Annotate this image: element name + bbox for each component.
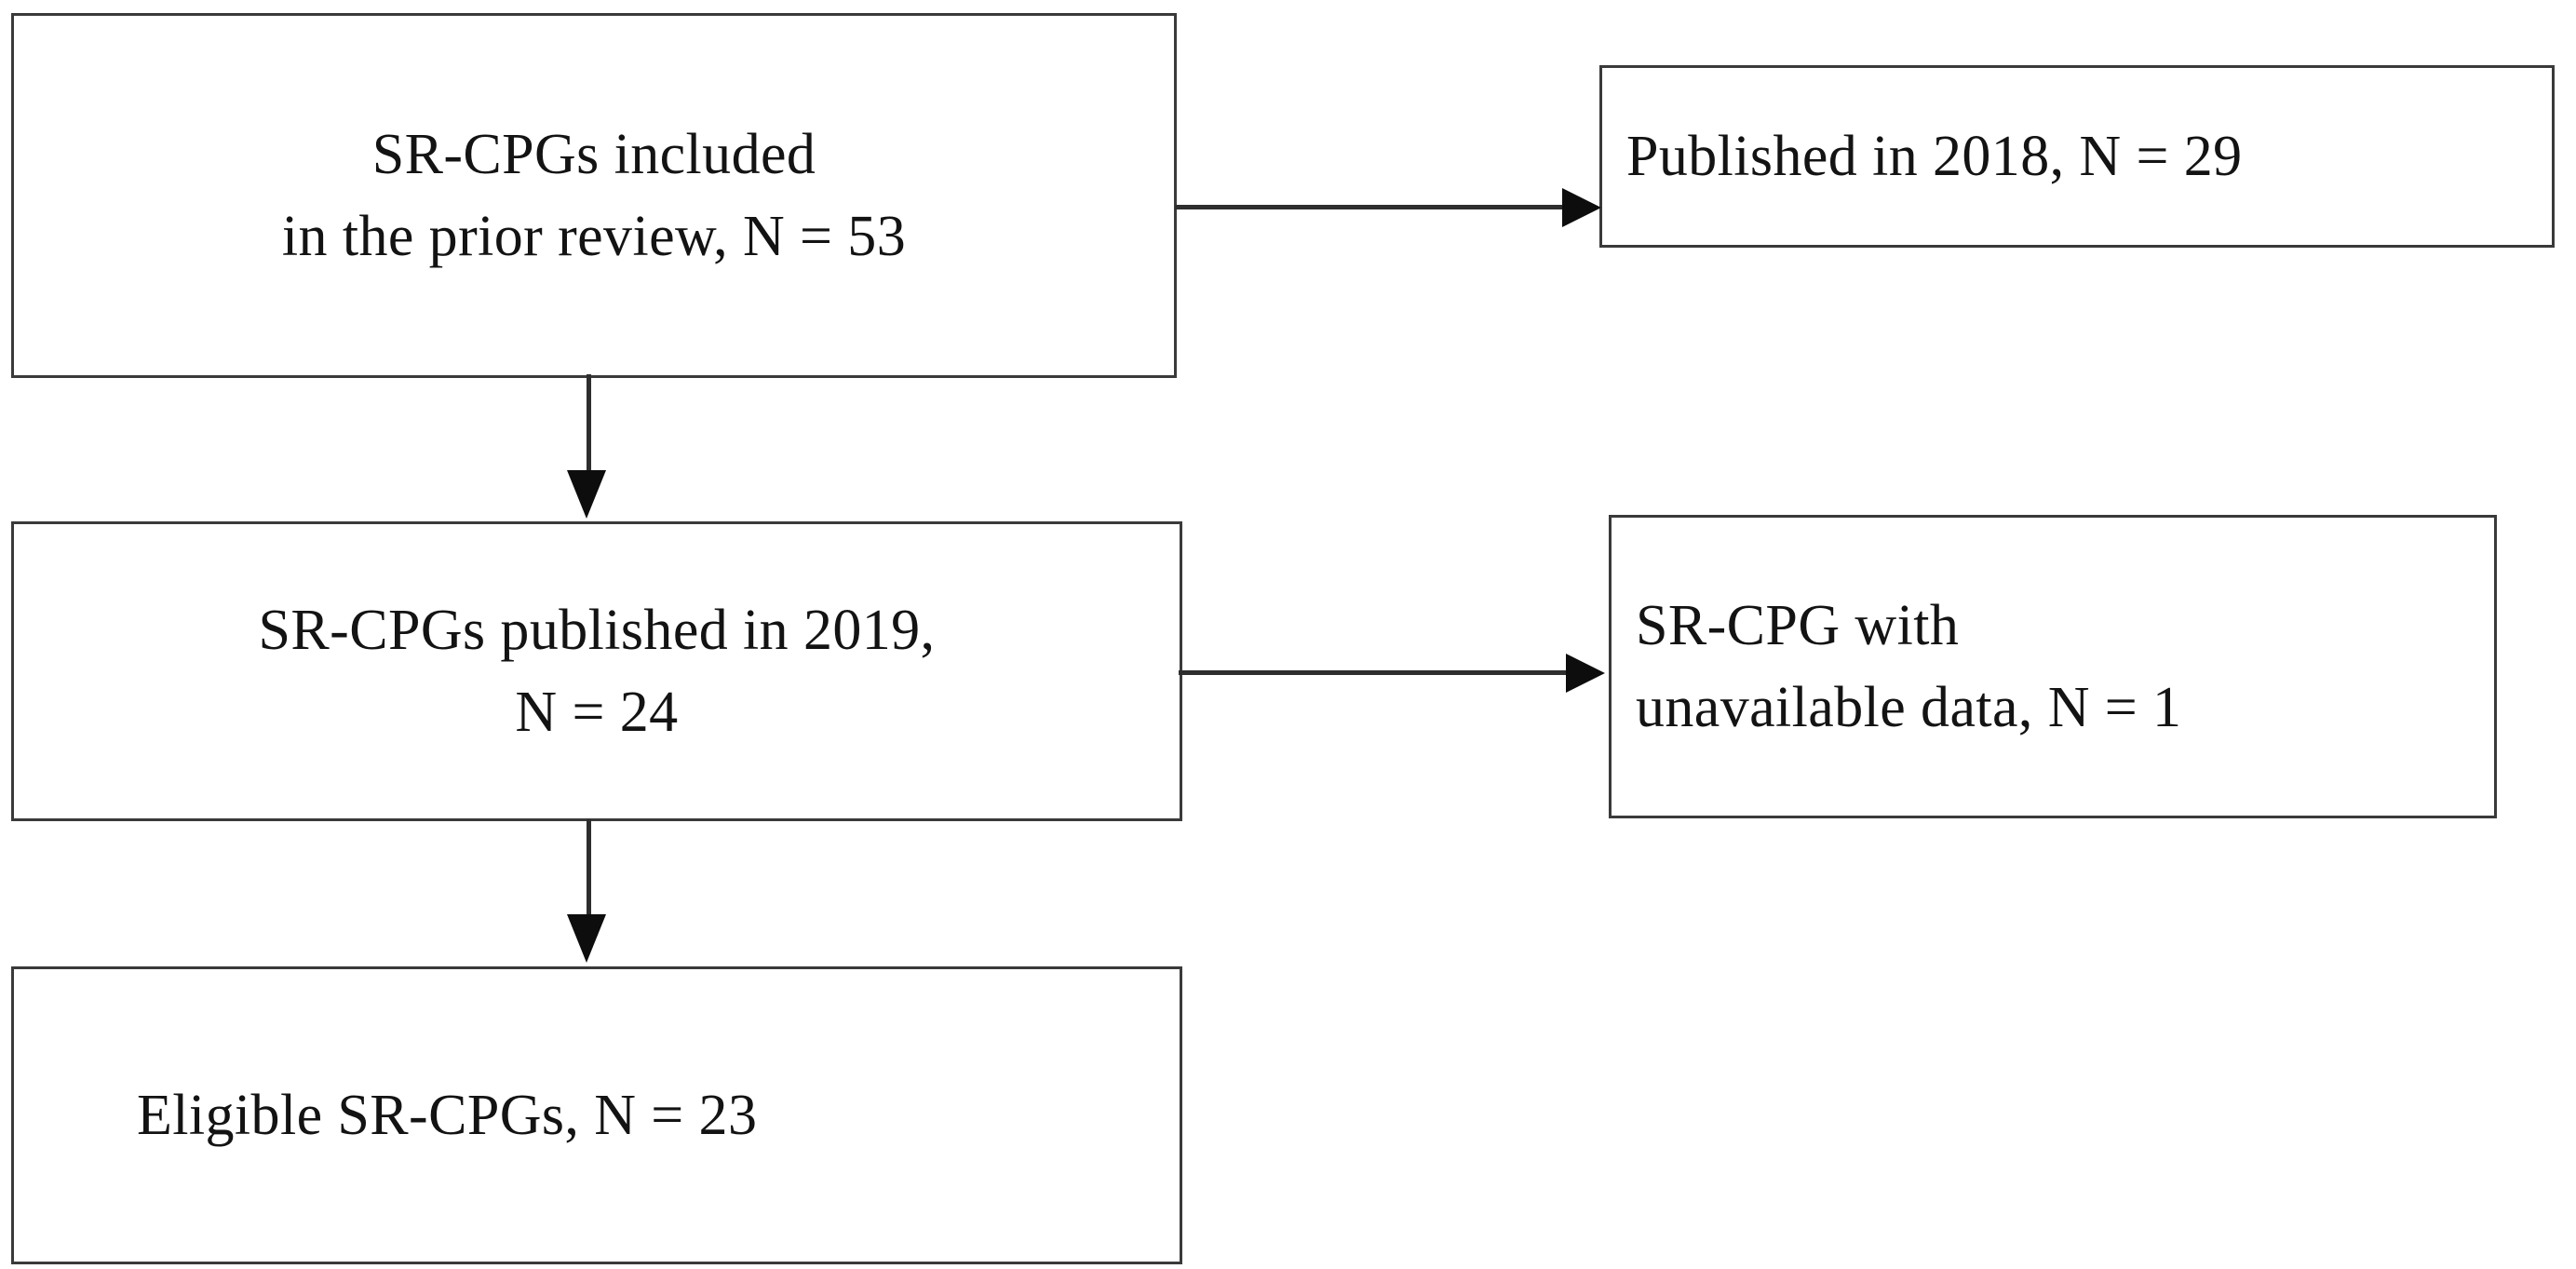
arrow-right-icon-prior-review-to-published-2018 xyxy=(1562,188,1601,227)
flow-box-prior-review-label: SR-CPGs included in the prior review, N … xyxy=(281,122,907,268)
flow-box-unavailable-data-label: SR-CPG with unavailable data, N = 1 xyxy=(1636,593,2182,739)
flow-box-published-2019-label: SR-CPGs published in 2019, N = 24 xyxy=(258,598,936,744)
connector-published-2019-to-eligible-line xyxy=(587,819,591,922)
flow-box-prior-review: SR-CPGs included in the prior review, N … xyxy=(11,13,1177,378)
flow-box-published-2018-label: Published in 2018, N = 29 xyxy=(1626,124,2243,188)
flow-box-eligible: Eligible SR-CPGs, N = 23 xyxy=(11,966,1182,1264)
flow-box-published-2019: SR-CPGs published in 2019, N = 24 xyxy=(11,521,1182,821)
flow-box-unavailable-data: SR-CPG with unavailable data, N = 1 xyxy=(1609,515,2497,818)
connector-published-2019-to-unavailable-line xyxy=(1179,670,1570,675)
connector-prior-review-to-published-2019-line xyxy=(587,374,591,479)
flow-box-eligible-label: Eligible SR-CPGs, N = 23 xyxy=(137,1083,758,1147)
arrow-down-icon-published-2019-to-eligible xyxy=(567,914,606,963)
flow-box-published-2018: Published in 2018, N = 29 xyxy=(1599,65,2555,248)
arrow-down-icon-prior-review-to-published-2019 xyxy=(567,470,606,519)
arrow-right-icon-published-2019-to-unavailable xyxy=(1566,654,1605,693)
connector-prior-review-to-published-2018-line xyxy=(1175,205,1566,209)
